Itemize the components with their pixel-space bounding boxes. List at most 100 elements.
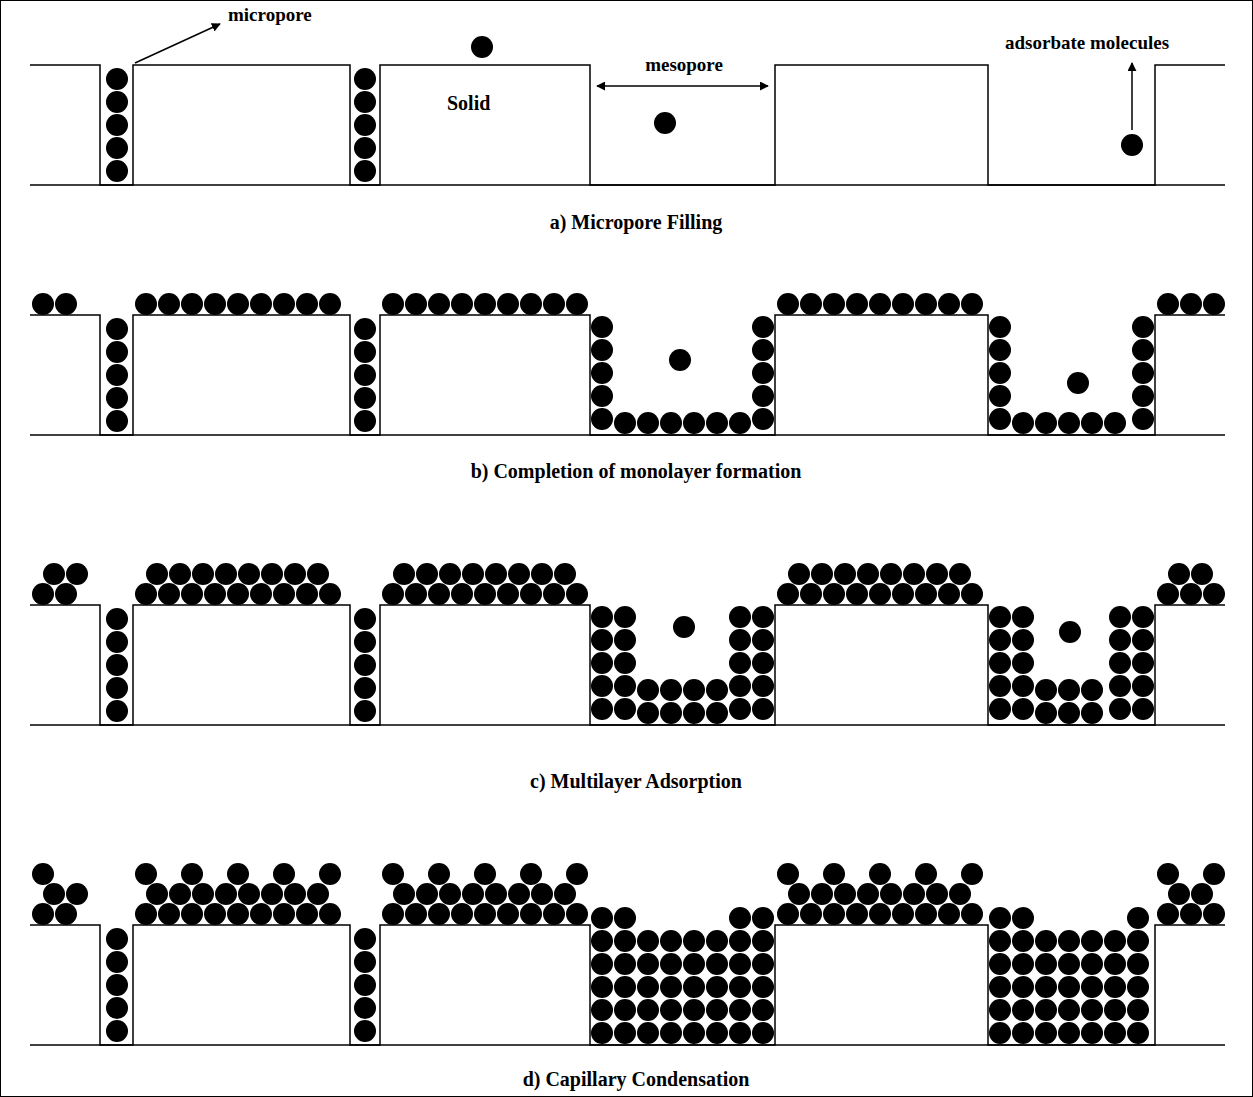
leader-arrow (135, 24, 220, 63)
adsorbate-molecule (158, 583, 180, 605)
adsorbate-molecule (752, 1022, 774, 1044)
adsorbate-molecule (1191, 563, 1213, 585)
adsorbate-molecule (729, 698, 751, 720)
adsorbate-molecule (660, 679, 682, 701)
adsorbate-molecule (508, 563, 530, 585)
adsorbate-molecule (227, 293, 249, 315)
adsorbate-molecule (1012, 999, 1034, 1021)
width-arrow (597, 85, 768, 87)
adsorbate-molecule (169, 563, 191, 585)
adsorbate-molecule (614, 629, 636, 651)
adsorbate-molecule (1012, 698, 1034, 720)
adsorbate-molecule (1081, 976, 1103, 998)
adsorbate-molecule (637, 953, 659, 975)
adsorbate-molecule (752, 652, 774, 674)
adsorbate-molecule (729, 976, 751, 998)
adsorbate-molecule (319, 863, 341, 885)
adsorbate-molecule (520, 903, 542, 925)
adsorbate-molecule (1058, 976, 1080, 998)
adsorbate-molecule (106, 318, 128, 340)
adsorbate-molecule (55, 293, 77, 315)
adsorbate-molecule (915, 863, 937, 885)
panels (30, 36, 1225, 1045)
adsorbate-molecule (1081, 702, 1103, 724)
adsorbate-molecule (846, 903, 868, 925)
adsorbate-molecule (1081, 953, 1103, 975)
adsorbate-molecule (474, 903, 496, 925)
adsorbate-molecule (1157, 583, 1179, 605)
adsorbate-molecule (497, 293, 519, 315)
adsorbate-molecule (1104, 953, 1126, 975)
adsorbate-molecule (637, 930, 659, 952)
adsorbate-molecule (543, 583, 565, 605)
adsorbate-molecule (989, 907, 1011, 929)
adsorbate-molecule (591, 698, 613, 720)
adsorbate-molecule (1109, 606, 1131, 628)
adsorbate-molecule (1058, 953, 1080, 975)
adsorbate-molecule (32, 863, 54, 885)
adsorbate-molecule (354, 387, 376, 409)
adsorbate-molecule (354, 160, 376, 182)
adsorbate-molecule (591, 1022, 613, 1044)
adsorbate-molecule (869, 583, 891, 605)
adsorbate-molecule (543, 293, 565, 315)
adsorbate-molecule (614, 606, 636, 628)
adsorbate-molecule (319, 903, 341, 925)
adsorbate-molecule (614, 412, 636, 434)
adsorbate-molecule (106, 410, 128, 432)
adsorbate-molecule (181, 903, 203, 925)
adsorbate-molecule (354, 974, 376, 996)
adsorbate-molecule (1109, 698, 1131, 720)
adsorbate-molecule (1012, 976, 1034, 998)
adsorbate-molecule (250, 583, 272, 605)
adsorbate-molecule (591, 362, 613, 384)
adsorbate-molecule (106, 951, 128, 973)
adsorbate-molecule (614, 1022, 636, 1044)
adsorbate-molecule (497, 903, 519, 925)
adsorbate-molecule (354, 341, 376, 363)
adsorbate-molecule (382, 903, 404, 925)
adsorbate-molecule (591, 629, 613, 651)
adsorbate-molecule (1067, 372, 1089, 394)
adsorbate-molecule (1058, 702, 1080, 724)
adsorbate-molecule (1132, 362, 1154, 384)
adsorbate-molecule (1081, 1022, 1103, 1044)
adsorbate-molecule (1132, 316, 1154, 338)
adsorbate-molecule (706, 953, 728, 975)
adsorbate-molecule (614, 698, 636, 720)
adsorbate-molecule (1035, 976, 1057, 998)
adsorbate-molecule (752, 316, 774, 338)
adsorbate-molecule (1191, 883, 1213, 905)
adsorbate-molecule (428, 903, 450, 925)
adsorbate-molecule (1012, 1022, 1034, 1044)
adsorbate-molecule (938, 293, 960, 315)
adsorbate-molecule (989, 629, 1011, 651)
adsorbate-molecule (1168, 563, 1190, 585)
adsorbate-molecule (752, 385, 774, 407)
adsorbate-molecule (554, 563, 576, 585)
adsorbate-molecule (428, 863, 450, 885)
adsorbate-molecule (106, 1020, 128, 1042)
adsorbate-molecule (405, 583, 427, 605)
adsorbate-molecule (250, 903, 272, 925)
adsorbate-molecule (637, 702, 659, 724)
adsorbate-molecule (1132, 339, 1154, 361)
solid-surface (30, 605, 1225, 725)
adsorbate-molecule (683, 1022, 705, 1044)
adsorbate-molecule (1012, 606, 1034, 628)
adsorbate-molecule (823, 863, 845, 885)
adsorbate-molecule (591, 675, 613, 697)
adsorbate-molecule (439, 563, 461, 585)
adsorbate-molecule (1180, 903, 1202, 925)
adsorbate-molecule (497, 583, 519, 605)
adsorbate-molecule (55, 583, 77, 605)
adsorbate-molecule (683, 679, 705, 701)
adsorbate-molecule (869, 903, 891, 925)
adsorbate-molecule (227, 903, 249, 925)
adsorbate-molecule (989, 930, 1011, 952)
adsorbate-molecule (273, 293, 295, 315)
adsorbate-molecule (106, 677, 128, 699)
